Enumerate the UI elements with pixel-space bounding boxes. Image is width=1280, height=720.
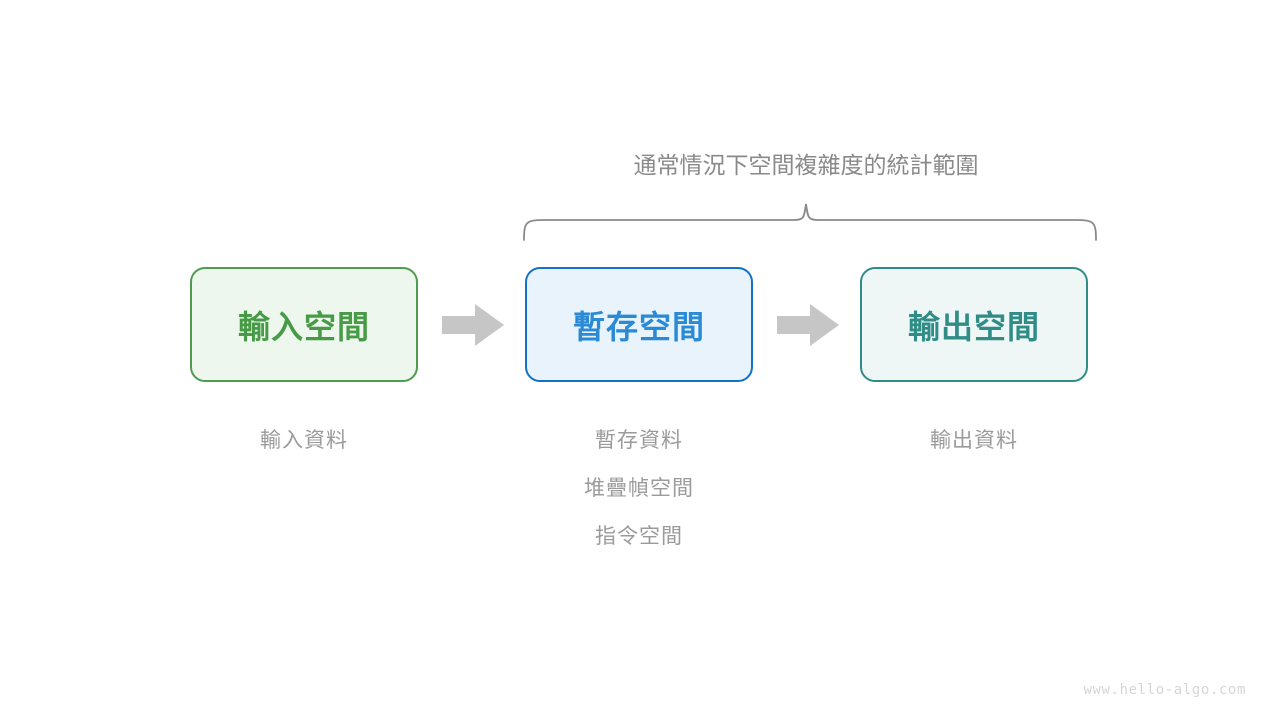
caption-instruction-space: 指令空間 [595, 525, 683, 548]
right-arrow-icon [777, 304, 839, 346]
brace-caption-accent: 空間複雜度 [748, 152, 864, 178]
caption-output-data: 輸出資料 [930, 429, 1018, 452]
caption-input-data: 輸入資料 [260, 429, 348, 452]
brace-caption-prefix: 通常情況下 [633, 152, 749, 178]
caption-temp-data: 暫存資料 [595, 429, 683, 452]
box-output-space: 輸出空間 [860, 267, 1088, 382]
right-arrow-icon [442, 304, 504, 346]
box-input-space-label: 輸入空間 [237, 308, 370, 345]
caption-stack-frame-space: 堆疊幀空間 [584, 477, 694, 500]
box-output-space-label: 輸出空間 [907, 308, 1040, 345]
box-temp-space: 暫存空間 [525, 267, 753, 382]
box-input-space: 輸入空間 [190, 267, 418, 382]
watermark: www.hello-algo.com [1083, 682, 1246, 698]
box-temp-space-label: 暫存空間 [572, 308, 705, 345]
curly-brace-icon [523, 203, 1097, 241]
brace-caption: 通常情況下空間複雜度的統計範圍 [634, 146, 979, 180]
brace-caption-suffix: 的統計範圍 [863, 152, 979, 178]
